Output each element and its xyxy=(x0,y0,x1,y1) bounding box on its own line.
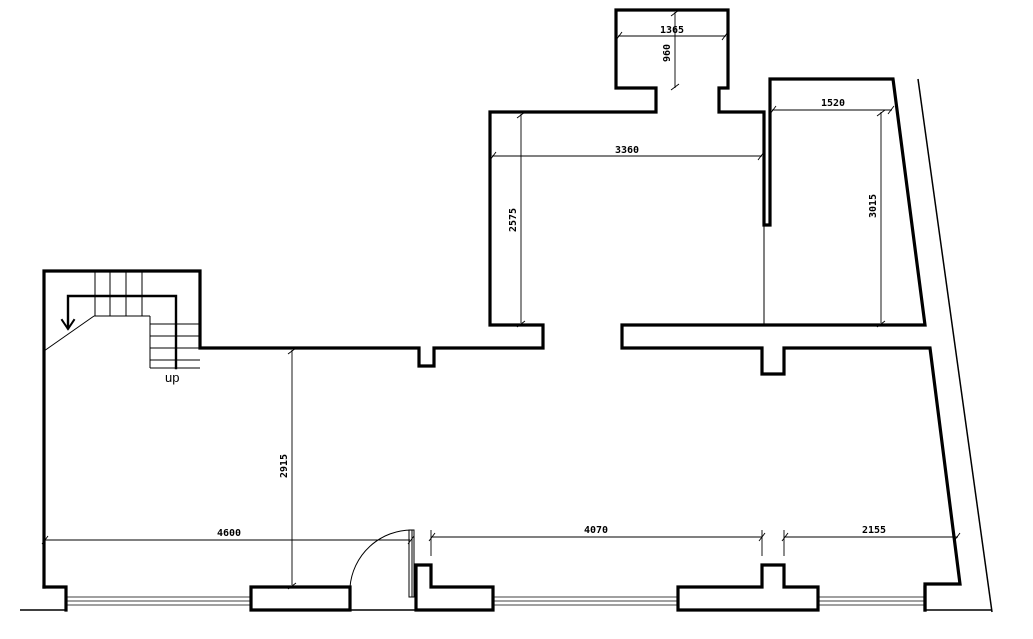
window-1 xyxy=(66,596,251,606)
svg-text:2155: 2155 xyxy=(862,525,886,536)
svg-text:2915: 2915 xyxy=(279,454,290,478)
ground-lines xyxy=(20,78,993,613)
window-3 xyxy=(818,596,925,606)
bottom-wall-pier-1 xyxy=(249,585,352,612)
dimensions: 1365 960 3360 2575 1520 xyxy=(41,9,961,590)
dim-bottom-left-span: 4600 xyxy=(41,528,415,545)
svg-text:1365: 1365 xyxy=(660,25,684,36)
dim-main-room-depth: 2915 xyxy=(279,347,297,590)
svg-text:3360: 3360 xyxy=(615,145,639,156)
dim-right-room-width: 1520 xyxy=(769,98,895,115)
dim-right-room-depth: 3015 xyxy=(868,109,886,328)
entrance-door xyxy=(349,529,415,598)
svg-text:2575: 2575 xyxy=(508,208,519,232)
staircase: up xyxy=(43,271,200,385)
svg-text:3015: 3015 xyxy=(868,194,879,218)
bottom-wall-pier-3 xyxy=(676,563,820,612)
svg-text:4600: 4600 xyxy=(217,528,241,539)
dim-upper-room-depth: 2575 xyxy=(508,111,526,328)
window-2 xyxy=(493,596,678,606)
windows xyxy=(66,596,925,606)
svg-text:960: 960 xyxy=(662,44,673,62)
left-wall xyxy=(42,8,962,612)
svg-text:1520: 1520 xyxy=(821,98,845,109)
dim-bottom-middle-span: 4070 xyxy=(428,525,766,556)
dim-bottom-right-span: 2155 xyxy=(781,525,961,556)
bottom-wall-left xyxy=(42,585,68,612)
dim-upper-room-width: 3360 xyxy=(489,145,765,161)
stair-up-label: up xyxy=(165,370,179,385)
dim-top-niche-width: 1365 xyxy=(615,25,729,41)
dim-top-niche-depth: 960 xyxy=(662,9,680,91)
svg-text:4070: 4070 xyxy=(584,525,608,536)
bottom-wall-pier-2 xyxy=(414,563,495,612)
